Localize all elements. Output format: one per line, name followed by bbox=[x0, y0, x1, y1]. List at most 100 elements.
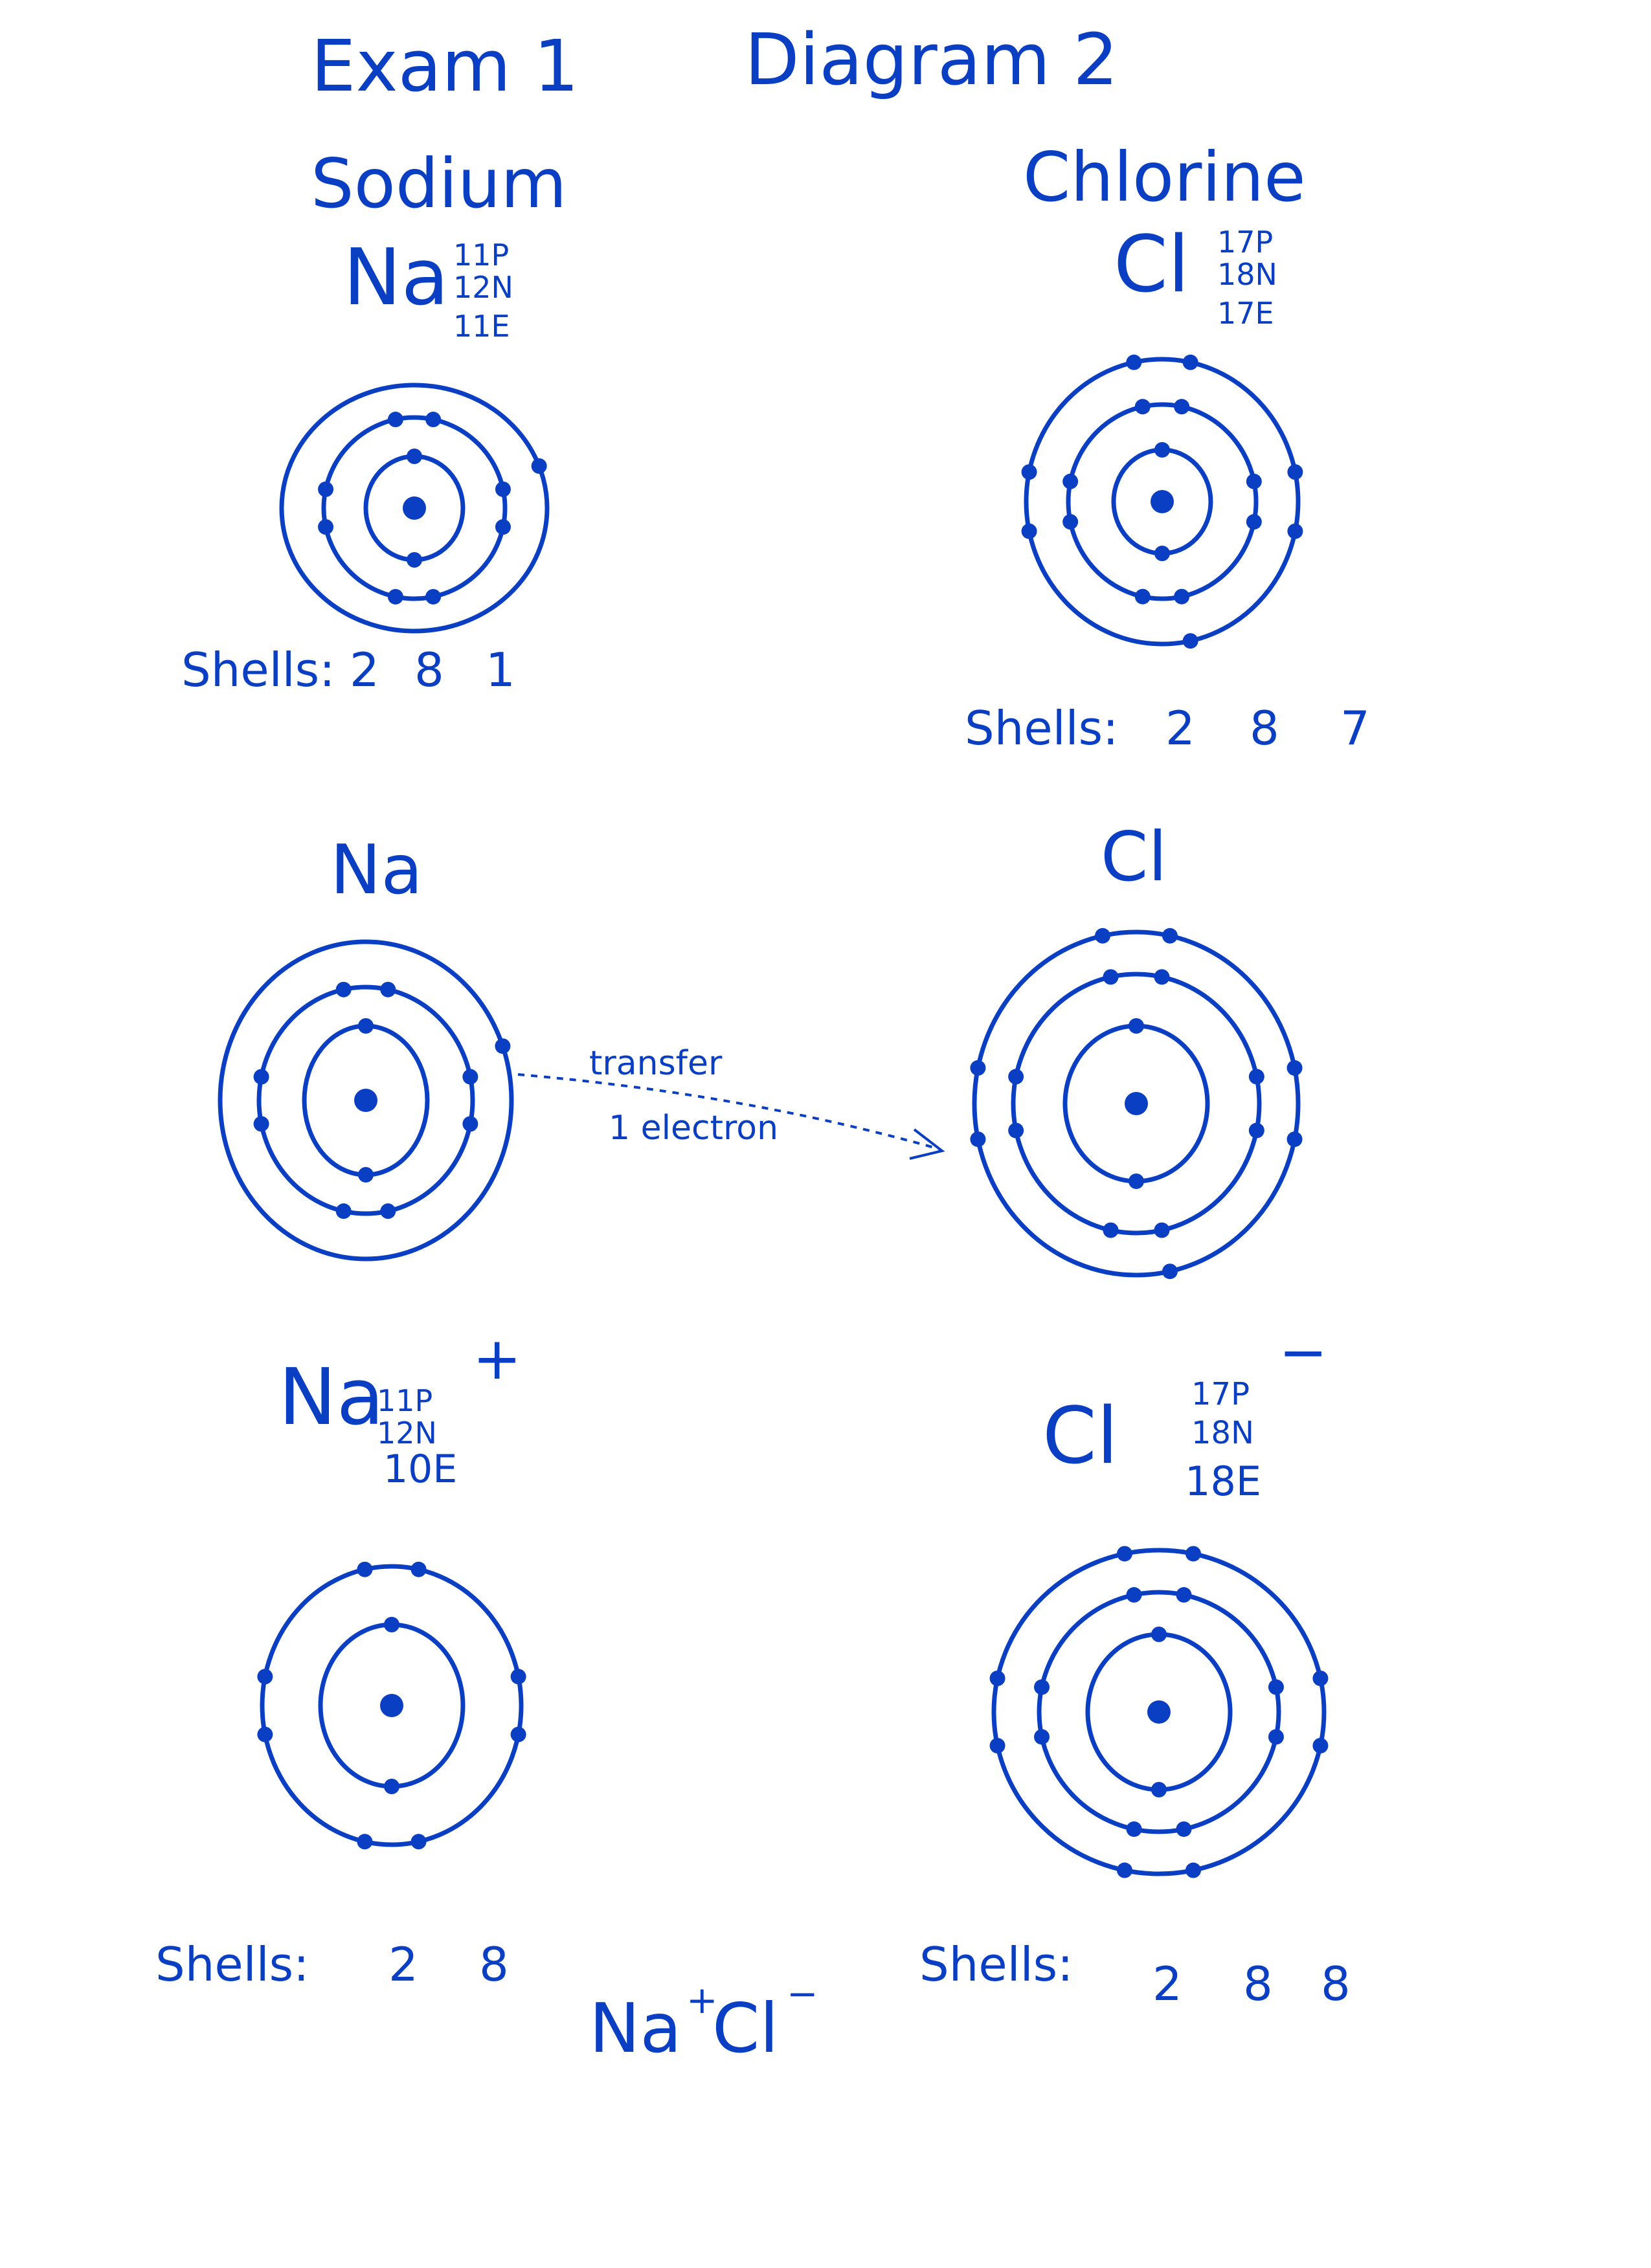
transfer-chlorine-electron-s2-1 bbox=[1103, 969, 1119, 985]
chlorine-shells-label: Shells: bbox=[965, 701, 1118, 755]
formula-cl-charge: − bbox=[787, 1972, 818, 2016]
transfer-sodium-electron-s3-1 bbox=[495, 1038, 511, 1054]
chlorine-electron-s2-7 bbox=[1174, 588, 1190, 605]
chlorine-electron-s2-2 bbox=[1174, 399, 1190, 415]
transfer-sodium-atom bbox=[218, 939, 514, 1262]
chlorine-symbol: Cl bbox=[1114, 220, 1189, 310]
sodium-ion-symbol: Na bbox=[278, 1353, 384, 1443]
sodium-electron-s2-6 bbox=[495, 519, 511, 535]
chloride-ion-electron-s3-8 bbox=[1116, 1862, 1132, 1878]
chloride-ion-diagram bbox=[989, 1546, 1329, 1878]
sodium-atom-diagram bbox=[279, 383, 550, 634]
transfer-chlorine-electron-s3-6 bbox=[1286, 1131, 1303, 1148]
transfer-chlorine-electron-s3-2 bbox=[1162, 928, 1178, 944]
chloride-ion-electrons: 18E bbox=[1185, 1458, 1261, 1505]
transfer-chlorine-electron-s1-2 bbox=[1129, 1173, 1144, 1189]
chloride-ion-nucleus bbox=[1147, 1700, 1171, 1724]
chlorine-shell-2 bbox=[1066, 402, 1259, 601]
sodium-neutrons: 12N bbox=[453, 270, 513, 305]
sodium-electron-s2-4 bbox=[318, 481, 334, 497]
transfer-sodium-shell-2 bbox=[256, 984, 475, 1216]
transfer-chlorine-electron-s3-3 bbox=[970, 1131, 986, 1148]
chlorine-neutrons: 18N bbox=[1217, 257, 1277, 292]
chloride-ion-electron-s1-2 bbox=[1151, 1782, 1167, 1797]
chloride-ion-shell-2: 8 bbox=[1243, 1957, 1273, 2011]
chloride-ion-electron-s2-6 bbox=[1268, 1729, 1284, 1745]
chlorine-electron-s2-3 bbox=[1062, 514, 1079, 530]
chlorine-electron-s3-6 bbox=[1287, 523, 1303, 539]
sodium-ion-electron-s2-7 bbox=[410, 1834, 427, 1850]
sodium-ion-shell-1: 2 bbox=[388, 1937, 418, 1992]
chlorine-electron-s2-5 bbox=[1246, 473, 1262, 489]
chloride-ion-electron-s3-3 bbox=[989, 1737, 1005, 1753]
sodium-electron-s2-8 bbox=[387, 588, 403, 605]
transfer-chlorine-electron-s3-5 bbox=[1286, 1060, 1303, 1076]
sodium-name: Sodium bbox=[311, 144, 567, 223]
transfer-arrow bbox=[517, 1073, 939, 1150]
sodium-shell-1: 2 bbox=[350, 643, 379, 697]
chlorine-shell-1: 2 bbox=[1165, 701, 1195, 755]
transfer-arrow-head bbox=[909, 1128, 945, 1160]
transfer-chlorine-electron-s2-8 bbox=[1103, 1222, 1119, 1238]
transfer-sodium-electron-s2-3 bbox=[253, 1116, 269, 1132]
sodium-ion-electron-s2-1 bbox=[357, 1561, 373, 1577]
sodium-electron-s2-3 bbox=[318, 519, 334, 535]
chlorine-shell-2: 8 bbox=[1250, 701, 1279, 755]
transfer-sodium-electron-s2-4 bbox=[253, 1069, 269, 1085]
sodium-ion-electron-s1-1 bbox=[384, 1617, 399, 1632]
sodium-shells-label: Shells: bbox=[181, 643, 335, 697]
chloride-ion-shell-3 bbox=[991, 1548, 1327, 1876]
chlorine-electron-s1-2 bbox=[1154, 546, 1170, 561]
transfer-chlorine-electron-s2-5 bbox=[1248, 1069, 1264, 1085]
chlorine-electron-s3-3 bbox=[1021, 523, 1037, 539]
sodium-nucleus bbox=[403, 496, 426, 520]
chlorine-electron-s3-7 bbox=[1182, 633, 1198, 649]
transfer-chlorine-electron-s3-4 bbox=[970, 1060, 986, 1076]
transfer-sodium-shell-3 bbox=[218, 939, 514, 1262]
sodium-electrons: 11E bbox=[453, 309, 510, 344]
chloride-ion-charge: − bbox=[1279, 1318, 1327, 1386]
sodium-electron-s2-7 bbox=[425, 588, 442, 605]
chloride-ion-electron-s3-7 bbox=[1185, 1862, 1202, 1878]
chloride-ion-electron-s2-3 bbox=[1034, 1729, 1050, 1745]
transfer-chlorine-shell-3 bbox=[972, 929, 1301, 1278]
sodium-ion-electron-s2-3 bbox=[257, 1726, 273, 1742]
formula-na-charge: + bbox=[686, 1978, 718, 2022]
sodium-shell-3 bbox=[279, 383, 550, 634]
chlorine-protons: 17P bbox=[1217, 225, 1273, 260]
chloride-ion-shell-2 bbox=[1037, 1590, 1281, 1834]
sodium-ion-electrons: 10E bbox=[383, 1447, 457, 1492]
chlorine-electron-s3-4 bbox=[1021, 464, 1037, 480]
sodium-protons: 11P bbox=[453, 238, 509, 272]
sodium-ion-charge: + bbox=[473, 1325, 521, 1393]
sodium-electron-s2-2 bbox=[425, 412, 442, 428]
transfer-chlorine-atom bbox=[970, 928, 1303, 1280]
transfer-na-label: Na bbox=[330, 830, 423, 909]
transfer-sodium-electron-s2-8 bbox=[335, 1203, 352, 1219]
sodium-electron-s1-1 bbox=[407, 449, 422, 464]
chlorine-electron-s3-5 bbox=[1287, 464, 1303, 480]
chloride-ion-electron-s2-2 bbox=[1176, 1587, 1192, 1603]
chlorine-electron-s2-4 bbox=[1062, 473, 1079, 489]
chlorine-shell-3: 7 bbox=[1340, 701, 1370, 755]
transfer-text-line1: transfer bbox=[589, 1044, 723, 1083]
transfer-sodium-electron-s2-5 bbox=[462, 1069, 478, 1085]
sodium-shell-3: 1 bbox=[486, 643, 515, 697]
chloride-ion-shell-3: 8 bbox=[1321, 1957, 1351, 2011]
sodium-ion-diagram bbox=[257, 1561, 526, 1850]
transfer-sodium-nucleus bbox=[354, 1089, 377, 1112]
sodium-electron-s3-1 bbox=[531, 458, 547, 474]
transfer-chlorine-electron-s2-2 bbox=[1154, 969, 1170, 985]
formula-na: Na bbox=[589, 1989, 682, 2068]
chloride-ion-shells-label: Shells: bbox=[919, 1937, 1073, 1992]
transfer-chlorine-electron-s2-3 bbox=[1008, 1122, 1024, 1139]
chlorine-electron-s2-6 bbox=[1246, 514, 1262, 530]
chloride-ion-electron-s2-5 bbox=[1268, 1679, 1284, 1695]
transfer-sodium-electron-s2-6 bbox=[462, 1116, 478, 1132]
transfer-sodium-electron-s1-2 bbox=[358, 1167, 374, 1183]
transfer-chlorine-electron-s1-1 bbox=[1129, 1018, 1144, 1034]
sodium-ion-shell-2 bbox=[260, 1564, 524, 1847]
chlorine-electron-s3-1 bbox=[1126, 354, 1142, 370]
transfer-chlorine-electron-s2-7 bbox=[1154, 1222, 1170, 1238]
